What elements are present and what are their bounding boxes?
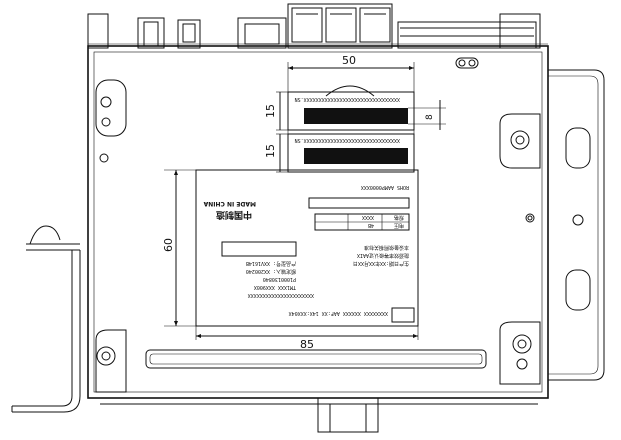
mount-bottom-right	[499, 321, 541, 385]
barcode-label-2	[287, 133, 415, 173]
top-connectors	[87, 3, 541, 49]
left-line-2: 额定输入: XX200240	[246, 268, 296, 275]
dim-label-width: 85	[300, 338, 314, 351]
table-cell-1: 电压	[394, 222, 404, 229]
top-code-text: ROHS AAMP0000XXX	[361, 184, 409, 190]
dim-top-width: 50	[342, 54, 356, 67]
left-line-5: XXXXXXXXXXXXXXXXXXXXXX	[248, 292, 314, 298]
table-cell-2: 4B	[368, 222, 374, 228]
made-in-text: MADE IN CHINA	[203, 200, 256, 207]
bottom-tab	[317, 397, 379, 433]
mount-top-right	[499, 113, 541, 169]
bottom-slot	[145, 349, 487, 369]
table-cell-3: 规格	[394, 214, 404, 221]
barcode-area: 50 XXXXXXXXXXXXXXXXXXXXXXXXXXXXXXXX.SN X…	[264, 54, 446, 173]
misc-holes	[525, 213, 535, 223]
right-line-1: 本设备依照相关标准	[364, 244, 409, 251]
brand-text: 中国制造	[215, 209, 252, 221]
right-bracket	[548, 69, 605, 381]
right-line-2: 能源效率等级认证AAIX	[357, 252, 409, 259]
barcode-bars-1	[304, 108, 408, 124]
barcode-label-1-text: XXXXXXXXXXXXXXXXXXXXXXXXXXXXXXXX.SN	[295, 96, 400, 102]
mount-top-left	[95, 79, 127, 163]
barcode-label-1	[287, 91, 415, 131]
screw-slot	[455, 57, 479, 69]
right-line-3: 生产日期:XX年XX月XX日	[353, 260, 409, 267]
dim-label-height: 60	[162, 238, 175, 252]
barcode-bars-2	[304, 148, 408, 164]
table-cell-4: XXXX	[362, 214, 374, 220]
left-hinge	[11, 225, 81, 413]
mount-bottom-left	[95, 329, 127, 393]
model-row-text: XXXXXXXX XXXXXX AAF:XX 14X:XXX04X	[289, 310, 388, 316]
left-line-4: TM1XXX XXX900X	[254, 284, 296, 290]
dim-barcode-height-1: 15	[264, 104, 277, 118]
product-label: 60 85 MADE IN CHINA 中国制造 ROHS AAMP0000XX…	[162, 169, 419, 351]
left-line-3: P1000130840	[263, 276, 296, 282]
barcode-label-2-text: XXXXXXXXXXXXXXXXXXXXXXXXXXXXXXXX.SN	[295, 137, 400, 143]
dim-barcode-bar-height: 8	[425, 114, 435, 120]
left-line-1: 产品型号: XXV1614B	[246, 260, 296, 267]
dim-barcode-height-2: 15	[264, 144, 277, 158]
